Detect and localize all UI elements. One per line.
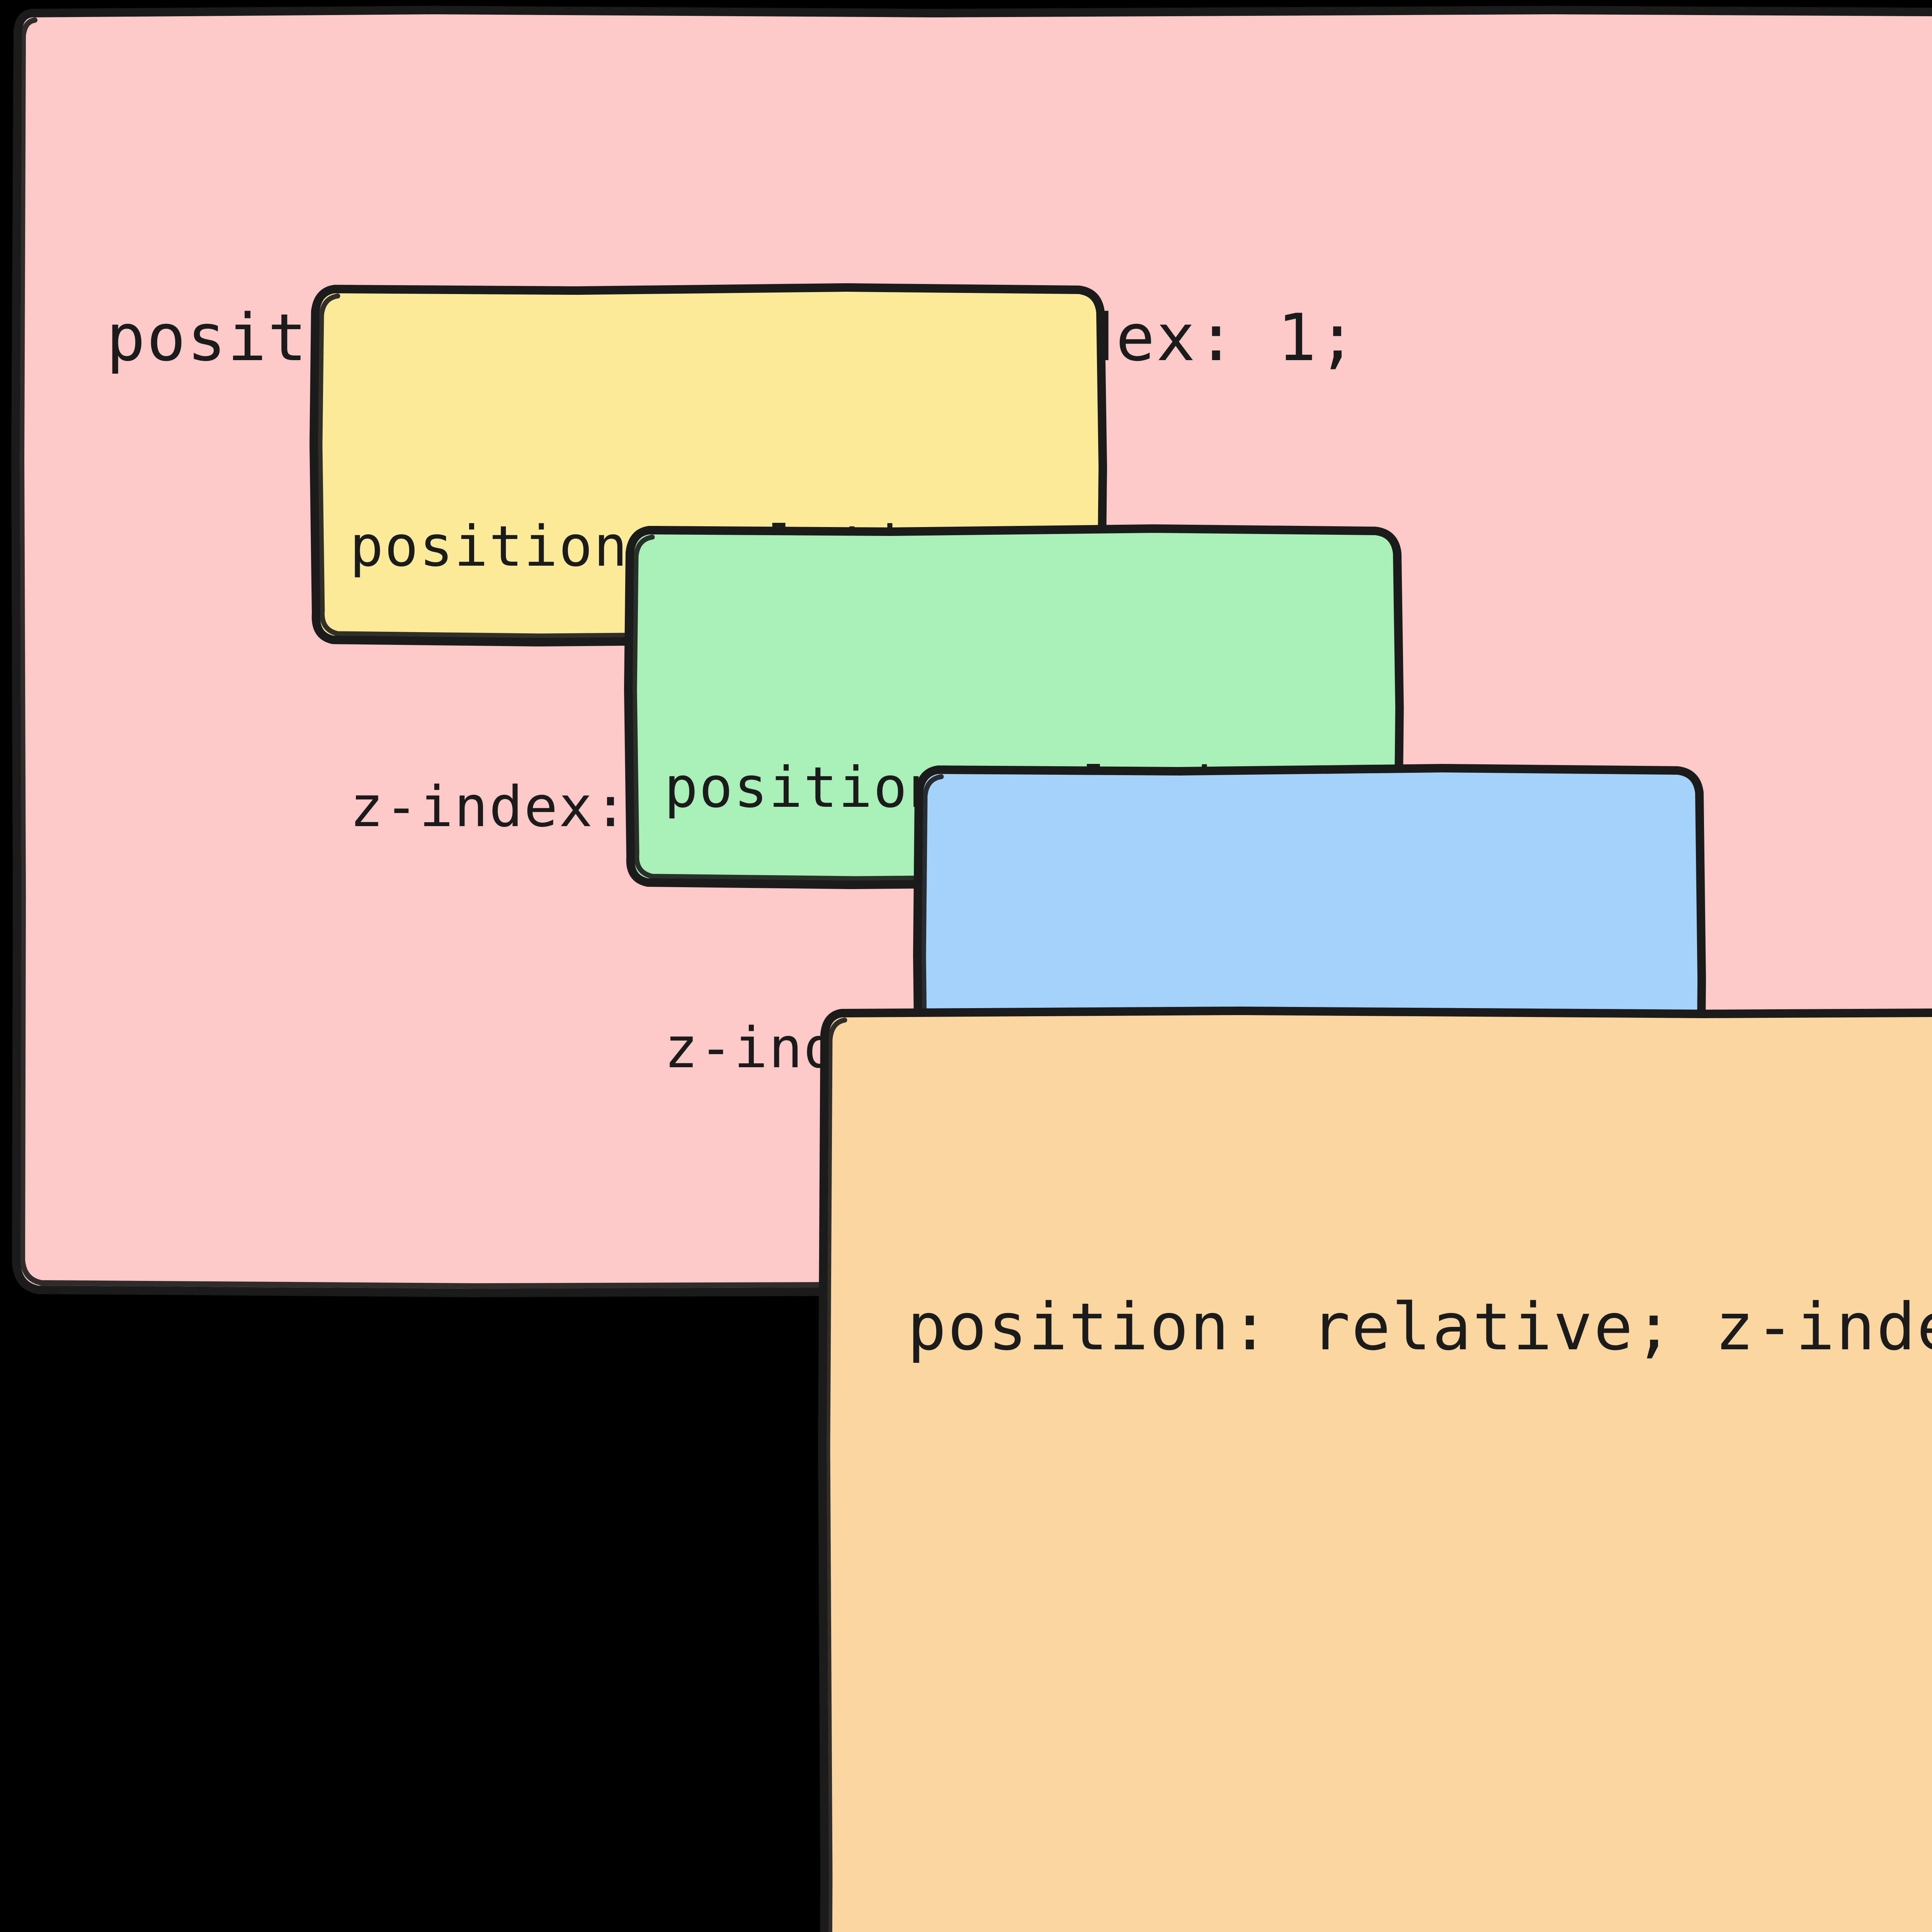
- orange-box-outline: [818, 1007, 1932, 1932]
- orange-box[interactable]: position: relative; z-index: 1;: [815, 1004, 1932, 1932]
